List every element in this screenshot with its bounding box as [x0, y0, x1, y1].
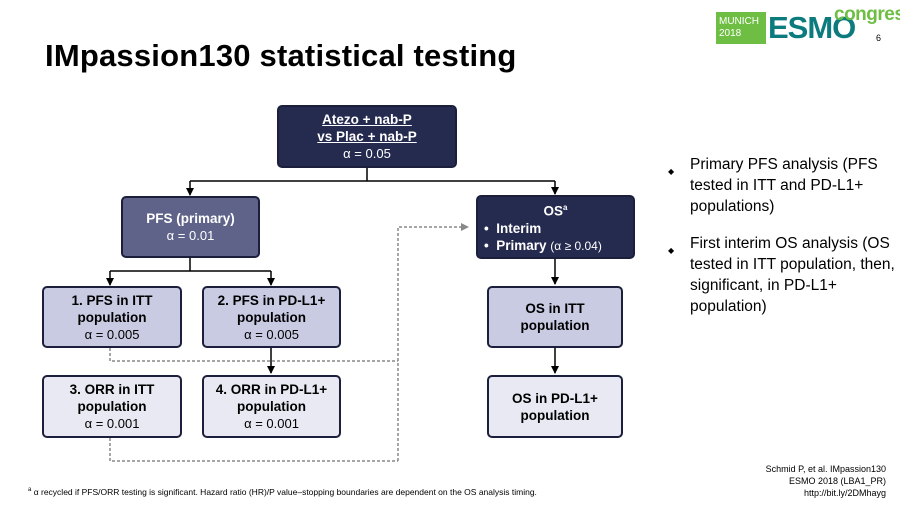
- logo-congress: congress: [834, 4, 900, 25]
- bullet-text: First interim OS analysis (OS tested in …: [690, 235, 900, 315]
- citation-line2: ESMO 2018 (LBA1_PR): [788, 476, 886, 486]
- citation: Schmid P, et al. IMpassion130 ESMO 2018 …: [690, 463, 886, 499]
- pfs-itt-alpha: α = 0.005: [84, 326, 140, 342]
- box-top-alpha: α = 0.05: [343, 146, 391, 161]
- bullet-text: Primary PFS analysis (PFS tested in ITT …: [690, 156, 878, 215]
- os-itt-line1: OS in ITT: [525, 301, 585, 316]
- citation-line1: Schmid P, et al. IMpassion130: [765, 464, 886, 474]
- os-itt-line2: population: [520, 318, 590, 333]
- box-pfs-itt: 1. PFS in ITT population α = 0.005: [42, 286, 182, 348]
- orr-itt-alpha: α = 0.001: [84, 416, 140, 431]
- box-os-itt: OS in ITT population: [487, 286, 623, 348]
- pfs-itt-line1: 1. PFS in ITT: [71, 292, 153, 308]
- box-os-pdl1: OS in PD-L1+ population: [487, 375, 623, 438]
- alpha-recycle-path-1: [109, 348, 398, 362]
- box-top-line2: vs Plac + nab-P: [317, 129, 417, 144]
- orr-pdl1-alpha: α = 0.001: [244, 416, 299, 431]
- pfs-pdl1-line1: 2. PFS in PD-L1+: [217, 292, 326, 308]
- box-orr-itt: 3. ORR in ITT population α = 0.001: [42, 375, 182, 438]
- box-top-line1: Atezo + nab-P: [322, 112, 412, 127]
- os-item-primary: • Primary (α ≥ 0.04): [484, 237, 602, 253]
- pfs-pdl1-alpha: α = 0.005: [244, 326, 299, 342]
- os-item-interim: • Interim: [484, 220, 542, 236]
- pfs-label: PFS (primary): [146, 211, 235, 226]
- logo-esmo: ESMO: [768, 10, 856, 45]
- pfs-itt-line2: population: [77, 309, 147, 325]
- pfs-pdl1-line2: population: [237, 309, 306, 325]
- os-heading: OSa: [543, 203, 568, 219]
- bullet-diamond-icon: ◆: [668, 167, 675, 176]
- box-orr-pdl1: 4. ORR in PD-L1+ population α = 0.001: [202, 375, 341, 438]
- box-atezo-vs-placebo: Atezo + nab-P vs Plac + nab-P α = 0.05: [277, 105, 457, 168]
- alpha-recycle-path-2: [109, 438, 398, 462]
- pfs-alpha: α = 0.01: [166, 228, 215, 243]
- orr-itt-line1: 3. ORR in ITT: [69, 382, 155, 397]
- citation-link[interactable]: http://bit.ly/2DMhayg: [803, 488, 886, 498]
- os-pdl1-line1: OS in PD-L1+: [512, 390, 598, 406]
- box-pfs-pdl1: 2. PFS in PD-L1+ population α = 0.005: [202, 286, 341, 348]
- alpha-recycle-path-3: [397, 223, 469, 461]
- bullet-diamond-icon: ◆: [668, 246, 675, 255]
- connector-pfs-split: [110, 258, 271, 272]
- connector-top-split: [190, 168, 555, 182]
- orr-pdl1-line1: 4. ORR in PD-L1+: [215, 382, 328, 397]
- page-number: 6: [876, 33, 882, 43]
- footnote: a α recycled if PFS/ORR testing is signi…: [28, 487, 537, 497]
- box-pfs-primary: PFS (primary) α = 0.01: [121, 196, 260, 258]
- box-os: OSa • Interim • Primary (α ≥ 0.04): [476, 195, 635, 259]
- orr-itt-line2: population: [77, 399, 147, 414]
- slide-title: IMpassion130 statistical testing: [45, 38, 517, 73]
- os-pdl1-line2: population: [520, 407, 590, 423]
- orr-pdl1-line2: population: [237, 399, 306, 414]
